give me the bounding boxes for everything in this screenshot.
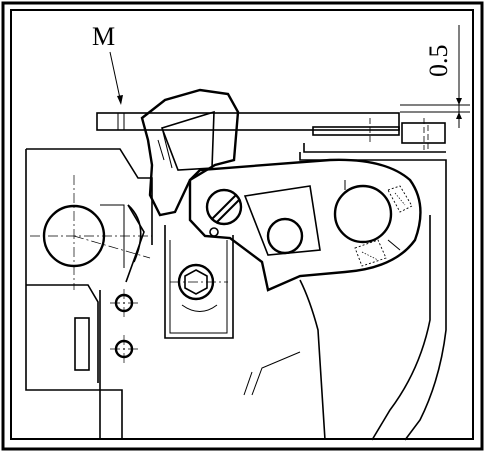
top-plate (96, 112, 400, 131)
left-boss (30, 175, 152, 290)
dimension-label: 0.5 (424, 45, 453, 78)
m-leader-arrow (109, 51, 123, 105)
inner-border (10, 9, 474, 440)
part-label-m: M (92, 22, 115, 51)
friction-pads (354, 185, 413, 267)
left-small-holes (74, 289, 138, 371)
right-housing (299, 118, 447, 210)
right-lower-housing (243, 210, 447, 441)
dimension-marker (400, 25, 470, 128)
pivot-screw (205, 188, 243, 237)
pawl-arm (188, 158, 422, 292)
central-bracket (164, 225, 234, 339)
left-frame (25, 148, 153, 440)
